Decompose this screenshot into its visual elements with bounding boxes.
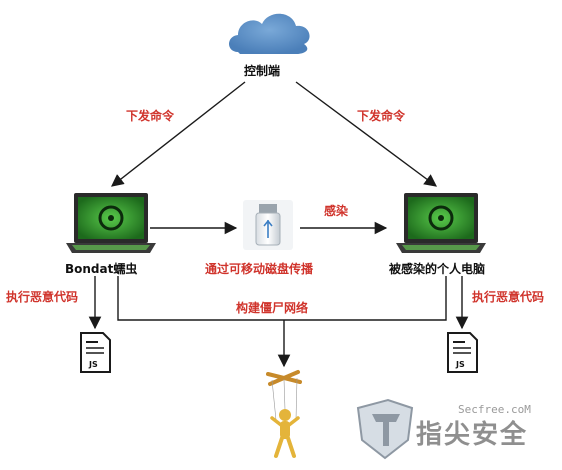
exec-left-label: 执行恶意代码 (6, 290, 79, 304)
js-text-right: JS (456, 360, 465, 369)
botnet-label: 构建僵尸网络 (236, 301, 309, 315)
controller-label: 控制端 (244, 64, 281, 78)
js-text-left: JS (89, 360, 98, 369)
edge-botnet (117, 276, 447, 321)
usb-spread-label: 通过可移动磁盘传播 (205, 262, 314, 276)
usb-drive-icon (243, 200, 293, 250)
laptop-icon-right (396, 193, 486, 253)
marionette-puppet-icon (266, 370, 302, 458)
cloud-icon (229, 13, 310, 54)
shield-logo-icon (356, 398, 414, 460)
cmd-right-label: 下发命令 (357, 109, 406, 123)
laptop-icon-left (66, 193, 156, 253)
edge-cmd-right (295, 81, 438, 187)
watermark-name: 指尖安全 (416, 420, 529, 450)
infected-pc-label: 被感染的个人电脑 (389, 262, 486, 276)
js-file-icon-right (447, 332, 478, 373)
exec-right-label: 执行恶意代码 (472, 290, 545, 304)
watermark-url: Secfree.coM (458, 403, 531, 416)
js-file-icon-left (80, 332, 111, 373)
cmd-left-label: 下发命令 (126, 109, 175, 123)
edge-cmd-left (111, 81, 246, 187)
infect-label: 感染 (324, 204, 349, 218)
bondat-worm-label: Bondat蠕虫 (65, 262, 138, 276)
